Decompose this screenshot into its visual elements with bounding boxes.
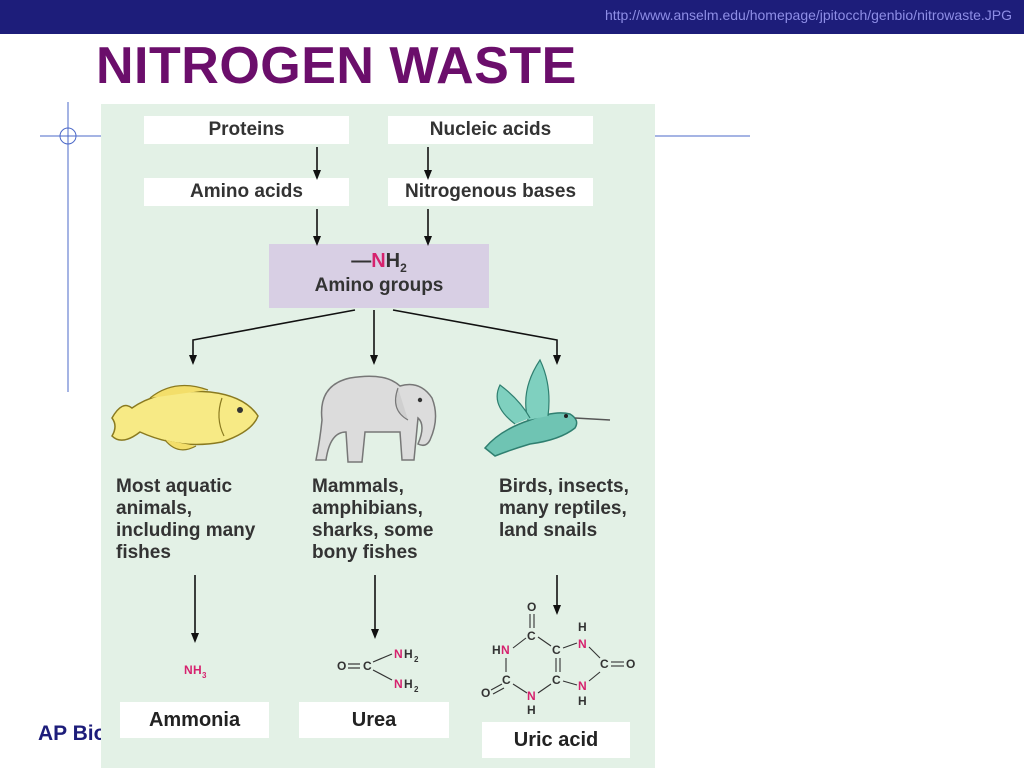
svg-text:N: N (184, 663, 193, 677)
nucleic-acids-box: Nucleic acids (388, 116, 593, 144)
elephant-illustration (315, 375, 437, 463)
formula-n: N (371, 250, 386, 272)
svg-text:O: O (481, 686, 490, 700)
uric-acid-formula: O C H N C C C O N H H N C O N H (481, 600, 635, 717)
svg-text:C: C (552, 643, 561, 657)
urea-formula: O C N H 2 N H 2 (337, 647, 419, 694)
svg-text:H: H (492, 643, 501, 657)
svg-text:H: H (404, 647, 413, 661)
svg-text:H: H (404, 677, 413, 691)
product-ammonia-box: Ammonia (120, 702, 269, 738)
svg-text:C: C (600, 657, 609, 671)
footer-label: AP Bio (38, 722, 107, 745)
svg-text:O: O (626, 657, 635, 671)
product-urea-box: Urea (299, 702, 449, 738)
fish-illustration (111, 384, 259, 451)
group-description-birds: Birds, insects, many reptiles, land snai… (499, 476, 629, 541)
product-uric-acid-box: Uric acid (482, 722, 630, 758)
amino-groups-label: Amino groups (314, 275, 444, 296)
svg-text:2: 2 (414, 685, 419, 694)
svg-text:2: 2 (414, 655, 419, 664)
hummingbird-illustration (483, 358, 611, 457)
svg-text:C: C (502, 673, 511, 687)
svg-text:H: H (527, 703, 536, 717)
svg-text:H: H (578, 620, 587, 634)
svg-text:O: O (527, 600, 536, 614)
svg-text:H: H (193, 663, 202, 677)
proteins-box: Proteins (144, 116, 349, 144)
nitrogenous-bases-box: Nitrogenous bases (388, 178, 593, 206)
amino-acids-box: Amino acids (144, 178, 349, 206)
formula-h: H (385, 250, 401, 272)
ammonia-formula: N H 3 (184, 663, 207, 680)
flow-arrows (189, 147, 561, 643)
group-description-mammals: Mammals, amphibians, sharks, some bony f… (312, 476, 434, 563)
slide-title: NITROGEN WASTE (96, 37, 577, 95)
svg-text:N: N (394, 677, 403, 691)
group-description-aquatic: Most aquatic animals, including many fis… (116, 476, 256, 563)
svg-text:O: O (337, 659, 346, 673)
amino-formula: —NH2 (269, 244, 489, 275)
formula-dash: — (351, 250, 372, 272)
svg-text:N: N (501, 643, 510, 657)
header-bar: http://www.anselm.edu/homepage/jpitocch/… (0, 0, 1024, 34)
svg-text:N: N (578, 679, 587, 693)
svg-text:C: C (527, 629, 536, 643)
svg-text:C: C (363, 659, 372, 673)
svg-text:C: C (552, 673, 561, 687)
source-url[interactable]: http://www.anselm.edu/homepage/jpitocch/… (604, 7, 1012, 23)
amino-groups-box: —NH2 Amino groups (269, 244, 489, 308)
svg-text:N: N (578, 637, 587, 651)
svg-text:H: H (578, 694, 587, 708)
formula-subscript: 2 (400, 261, 407, 275)
svg-text:N: N (527, 689, 536, 703)
svg-text:3: 3 (202, 671, 207, 680)
svg-text:N: N (394, 647, 403, 661)
